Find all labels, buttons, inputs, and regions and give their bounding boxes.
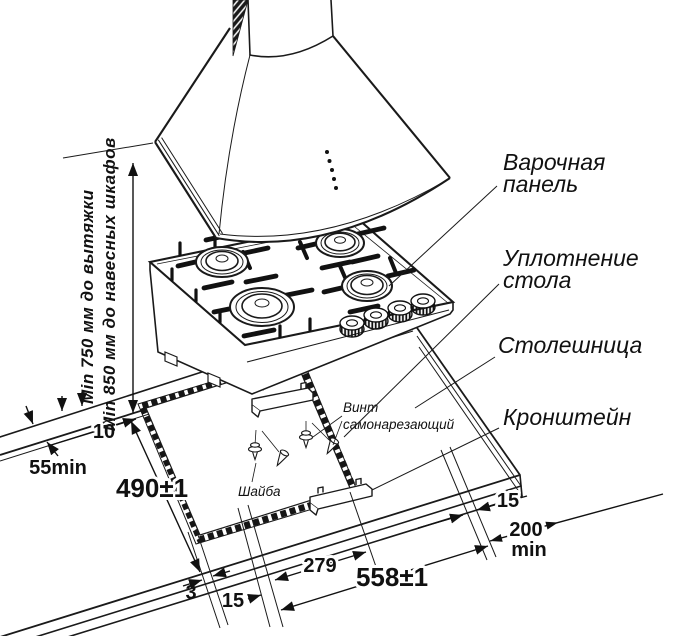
inner-labels: Винт самонарезающий Шайба: [238, 400, 455, 499]
dim-55min: 55min: [29, 457, 87, 479]
dim-200: 200: [509, 519, 542, 541]
label-seal-line2: стола: [503, 267, 571, 293]
label-screw-line2: самонарезающий: [343, 417, 455, 432]
leader-seal: [343, 283, 500, 438]
dim-15-right: 15: [497, 490, 519, 512]
knob: [339, 315, 365, 338]
label-washer: Шайба: [238, 484, 281, 499]
leader-bracket: [371, 427, 500, 491]
dim-line-490: [130, 420, 201, 573]
label-hob-line1: Варочная: [503, 149, 605, 175]
label-hob-line2: панель: [503, 171, 578, 197]
dim-279: 279: [303, 555, 336, 577]
burner-front-right: [341, 270, 393, 302]
dim-200-min: min: [511, 539, 547, 561]
bracket-bottom: [309, 477, 373, 516]
dim-line-10: [47, 418, 137, 447]
burner-rear-left: [195, 246, 249, 278]
dim-3: 3: [185, 582, 196, 604]
hob-base-tray: [149, 261, 454, 395]
hob-foot: [164, 351, 178, 367]
dimensions: 55min 10 490±1 3 15 279 558±1 15 200 min: [23, 405, 664, 612]
hood-bottom-rim: [215, 177, 451, 244]
label-screw-line1: Винт: [343, 400, 378, 415]
label-countertop: Столешница: [498, 332, 642, 358]
dim-15-left: 15: [222, 590, 244, 612]
dim-558: 558±1: [356, 562, 428, 592]
screw-2: [276, 449, 290, 467]
label-seal-line1: Уплотнение: [502, 245, 639, 271]
dim-line-558: [280, 545, 489, 611]
knob: [410, 293, 436, 316]
dim-10: 10: [93, 421, 115, 443]
wall-line: [0, 370, 206, 438]
screw-washer-1: [247, 442, 263, 462]
knob: [363, 307, 389, 330]
range-hood: [154, 0, 451, 244]
dim-490: 490±1: [116, 473, 188, 503]
height-dimension: Min 750 мм до вытяжки Min 850 мм до наве…: [57, 137, 154, 431]
label-min-750-hood: Min 750 мм до вытяжки: [78, 189, 97, 404]
hob-foot: [207, 372, 221, 388]
label-bracket: Кронштейн: [503, 404, 632, 430]
callout-labels: Варочная панель Уплотнение стола Столешн…: [343, 149, 642, 491]
hood-duct-hatch: [232, 0, 249, 57]
knob: [387, 300, 413, 323]
burner-front-left: [229, 287, 295, 327]
hood-control-buttons: [325, 150, 338, 190]
hood-cone-left-edge: [154, 27, 231, 143]
screw-washer-3: [298, 430, 314, 450]
fasteners: [247, 421, 340, 467]
leader-hob-panel: [388, 185, 498, 287]
control-knobs: [339, 293, 436, 338]
hood-chimney: [247, 0, 251, 56]
dim-line-200: [489, 493, 664, 542]
leader-countertop: [414, 356, 496, 409]
label-min-850-cabinets: Min 850 мм до навесных шкафов: [100, 137, 119, 431]
